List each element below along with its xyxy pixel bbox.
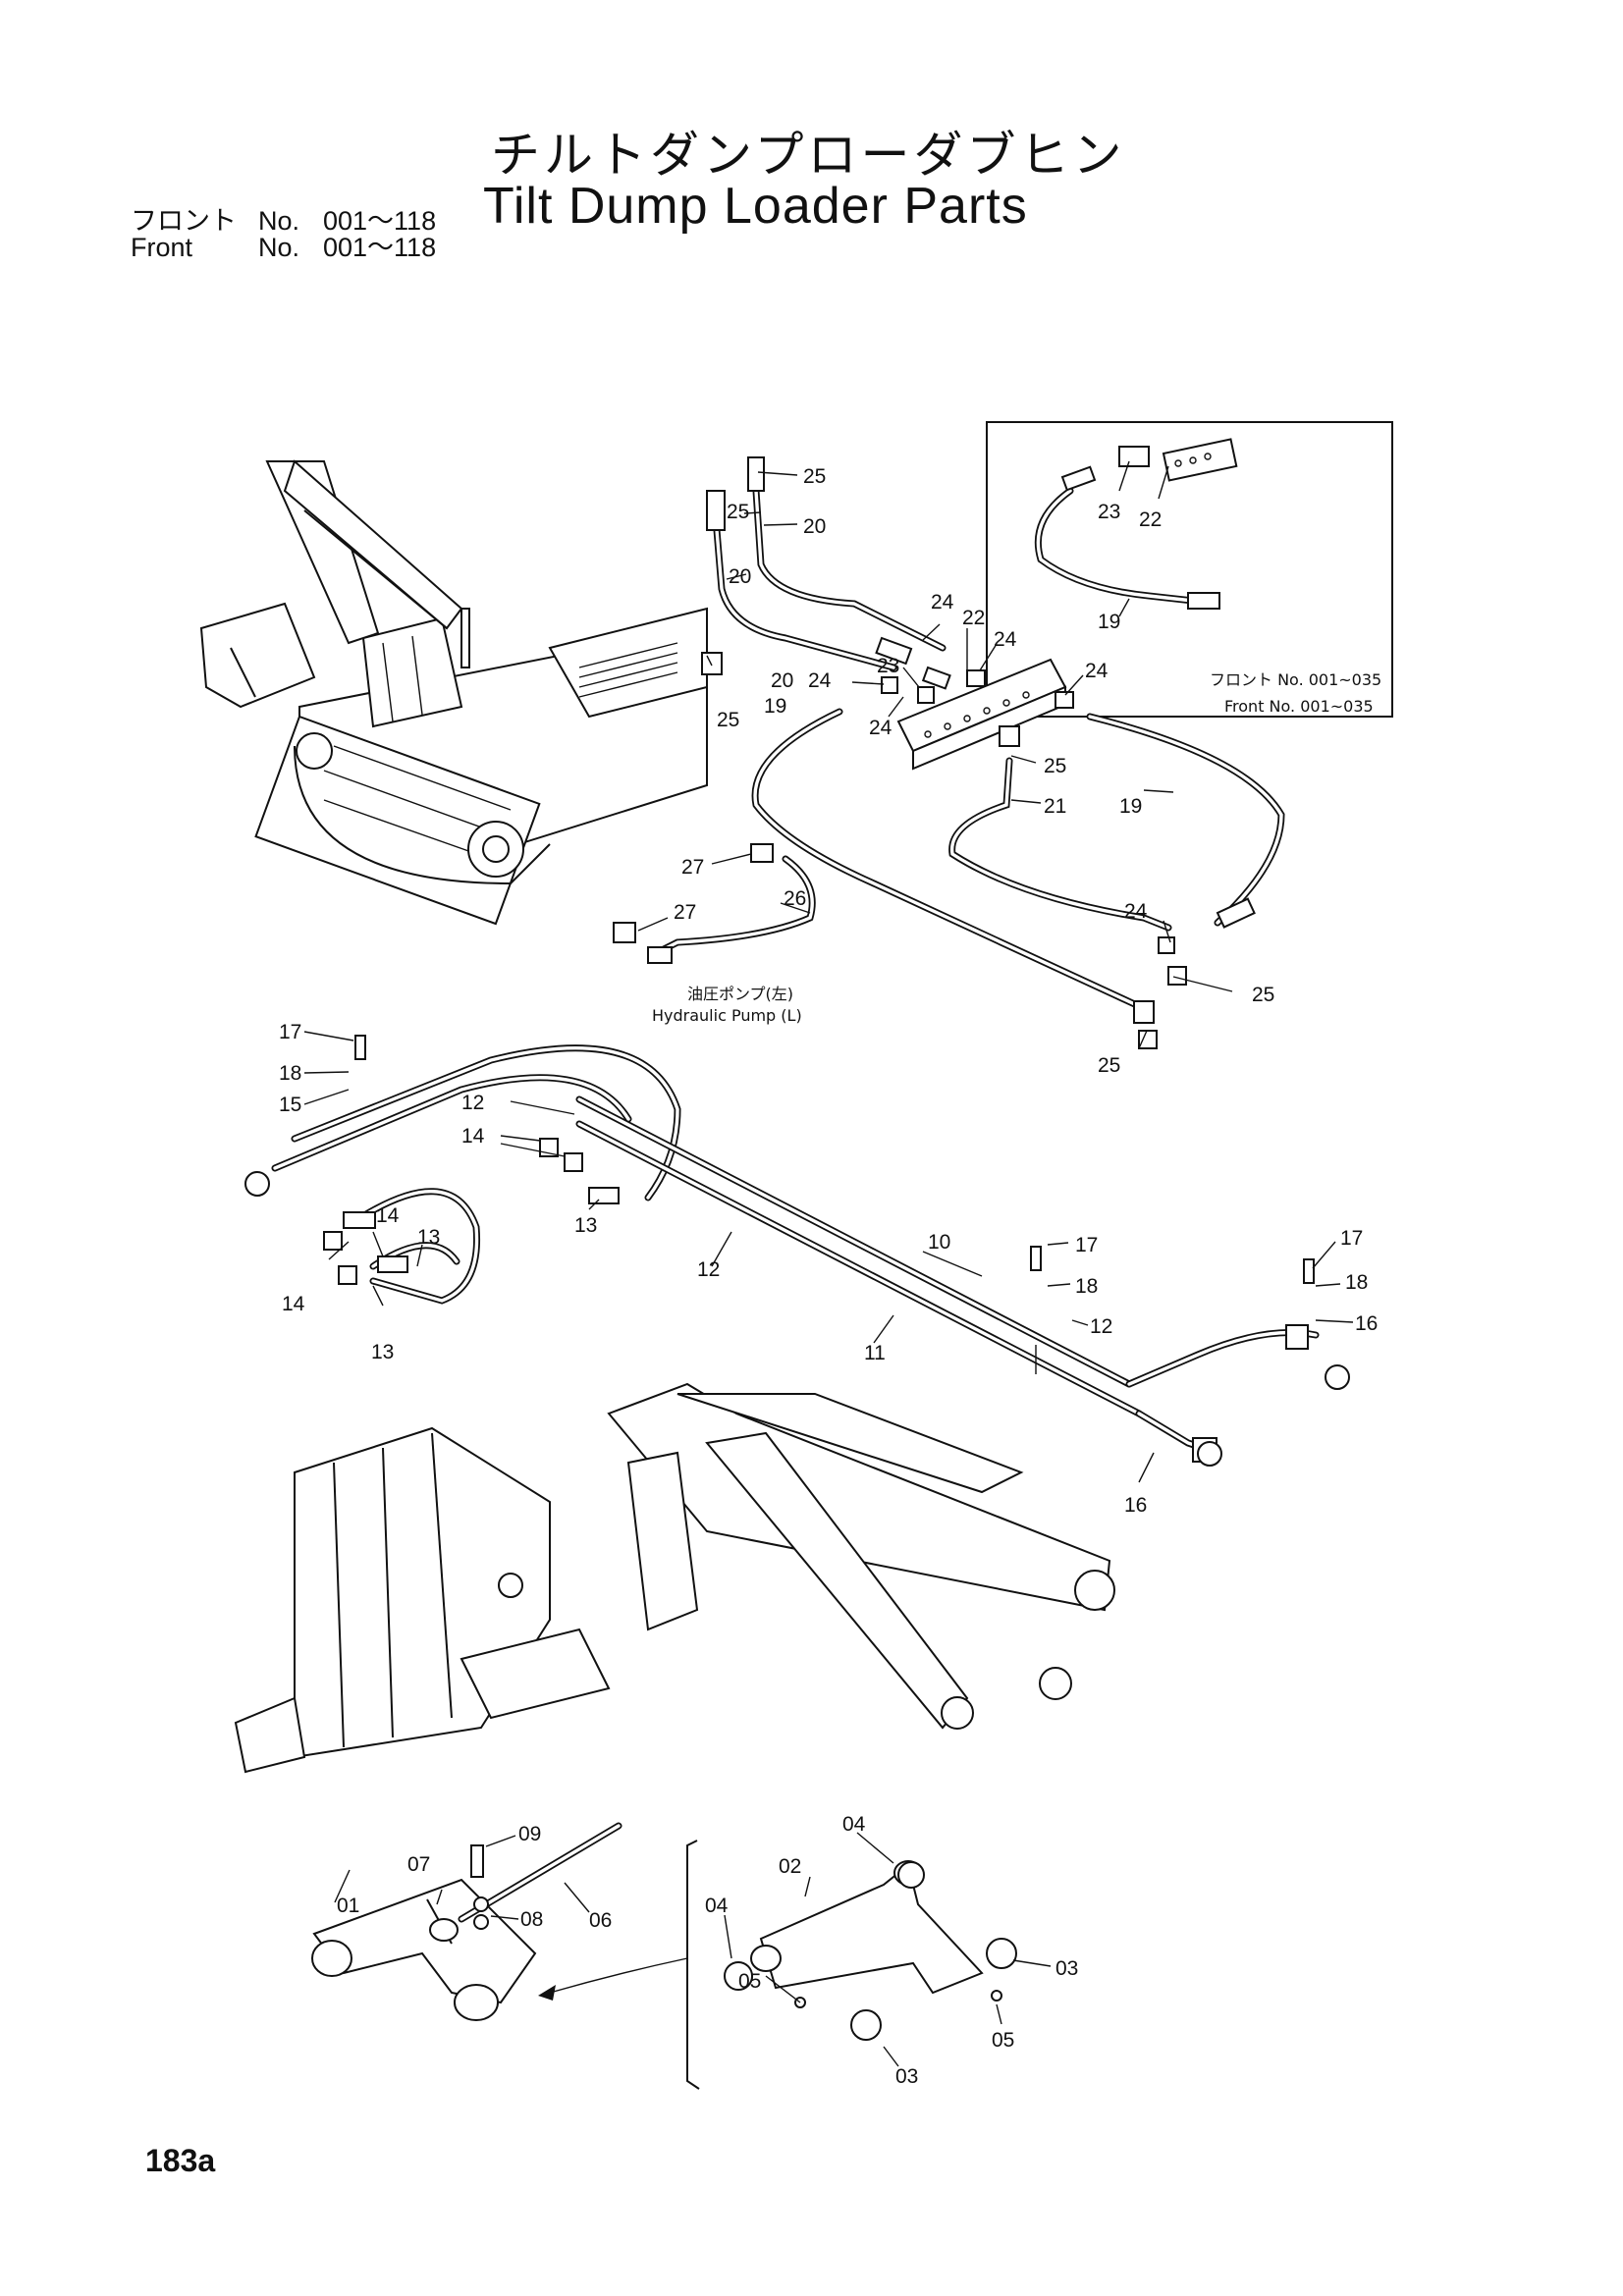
callout-25: 25 — [1044, 755, 1066, 777]
callout-19: 19 — [1119, 795, 1142, 818]
callout-22: 22 — [962, 607, 985, 629]
callout-24: 24 — [931, 591, 954, 614]
callout-25: 25 — [717, 709, 739, 731]
upper-hose-assembly — [613, 456, 1285, 1049]
callout-18: 18 — [279, 1062, 301, 1085]
callout-17: 17 — [1075, 1234, 1098, 1256]
callout-18: 18 — [1075, 1275, 1098, 1298]
front-range-value: 001～118 — [323, 206, 437, 236]
arrow-head — [538, 1985, 556, 2001]
callout-22: 22 — [1139, 508, 1162, 531]
callout-05: 05 — [992, 2029, 1014, 2052]
callout-12: 12 — [697, 1258, 720, 1281]
callout-04: 04 — [705, 1895, 729, 1917]
boom-bucket-illustration — [234, 1382, 1115, 1774]
callout-11: 11 — [864, 1342, 886, 1364]
callout-20: 20 — [803, 515, 826, 538]
callout-13: 13 — [417, 1226, 440, 1249]
callout-16: 16 — [1124, 1494, 1147, 1517]
callout-24: 24 — [1085, 660, 1109, 682]
callout-23: 23 — [877, 655, 899, 677]
callout-24: 24 — [869, 717, 893, 739]
callout-01: 01 — [337, 1895, 359, 1917]
bracket — [686, 1840, 700, 2090]
link-part-02 — [724, 1860, 1017, 2041]
callout-08: 08 — [520, 1908, 543, 1931]
callout-24: 24 — [1124, 900, 1148, 923]
arrow-line — [549, 1957, 688, 1994]
callout-10: 10 — [928, 1231, 950, 1254]
middle-hose-assembly — [244, 1035, 1350, 1467]
pump-label-jp: 油圧ポンプ(左) — [687, 985, 793, 1003]
title-english: Tilt Dump Loader Parts — [483, 178, 1028, 235]
callout-20: 20 — [729, 565, 751, 588]
callout-09: 09 — [518, 1823, 541, 1845]
title-japanese: チルトダンプローダブヒン — [491, 127, 1126, 184]
callout-25: 25 — [1098, 1054, 1120, 1077]
callout-14: 14 — [282, 1293, 305, 1315]
callout-25: 25 — [727, 501, 749, 523]
callout-05: 05 — [738, 1970, 761, 1993]
callout-16: 16 — [1355, 1312, 1378, 1335]
callout-03: 03 — [895, 2065, 918, 2088]
callout-14: 14 — [461, 1125, 485, 1148]
callout-03: 03 — [1055, 1957, 1078, 1980]
callout-14: 14 — [376, 1204, 400, 1227]
leader-lines — [303, 460, 1354, 2067]
callout-21: 21 — [1044, 795, 1066, 818]
front-range-jp: フロント No. 001～118 — [131, 199, 436, 238]
callout-19: 19 — [764, 695, 786, 718]
callout-07: 07 — [407, 1853, 430, 1876]
callout-20: 20 — [771, 669, 793, 692]
callouts: 25 25 20 20 23 22 19 24 22 24 23 20 24 2… — [279, 465, 1378, 2088]
callout-02: 02 — [779, 1855, 801, 1878]
callout-04: 04 — [842, 1813, 866, 1836]
pump-label-en: Hydraulic Pump (L) — [652, 1006, 802, 1025]
callout-17: 17 — [1340, 1227, 1363, 1250]
inset-front-jp: フロント No. 001~035 — [1210, 670, 1381, 689]
callout-19: 19 — [1098, 611, 1120, 633]
callout-06: 06 — [589, 1909, 612, 1932]
callout-23: 23 — [1098, 501, 1120, 523]
page-number: 183a — [145, 2143, 216, 2178]
callout-27: 27 — [674, 901, 696, 924]
front-range-value: 001～118 — [323, 233, 437, 262]
callout-24: 24 — [994, 628, 1017, 651]
pin-06 — [429, 1822, 622, 1942]
no-label: No. — [258, 206, 300, 236]
inset-hose-19 — [1034, 438, 1238, 610]
callout-13: 13 — [371, 1341, 394, 1363]
inset-frame — [986, 421, 1393, 718]
front-label-jp: フロント — [131, 206, 237, 236]
callout-24: 24 — [808, 669, 832, 692]
no-label: No. — [258, 233, 300, 262]
callout-12: 12 — [461, 1092, 484, 1114]
callout-26: 26 — [784, 887, 806, 910]
callout-13: 13 — [574, 1214, 597, 1237]
inset-front-en: Front No. 001~035 — [1224, 697, 1374, 716]
callout-12: 12 — [1090, 1315, 1112, 1338]
callout-18: 18 — [1345, 1271, 1368, 1294]
callout-25: 25 — [1252, 984, 1274, 1006]
callout-15: 15 — [279, 1094, 301, 1116]
callout-27: 27 — [681, 856, 704, 879]
callout-25: 25 — [803, 465, 826, 488]
front-label-en: Front — [131, 233, 193, 262]
excavator-illustration — [199, 459, 708, 926]
callout-17: 17 — [279, 1021, 301, 1043]
front-range-en: Front No. 001～118 — [131, 226, 436, 264]
